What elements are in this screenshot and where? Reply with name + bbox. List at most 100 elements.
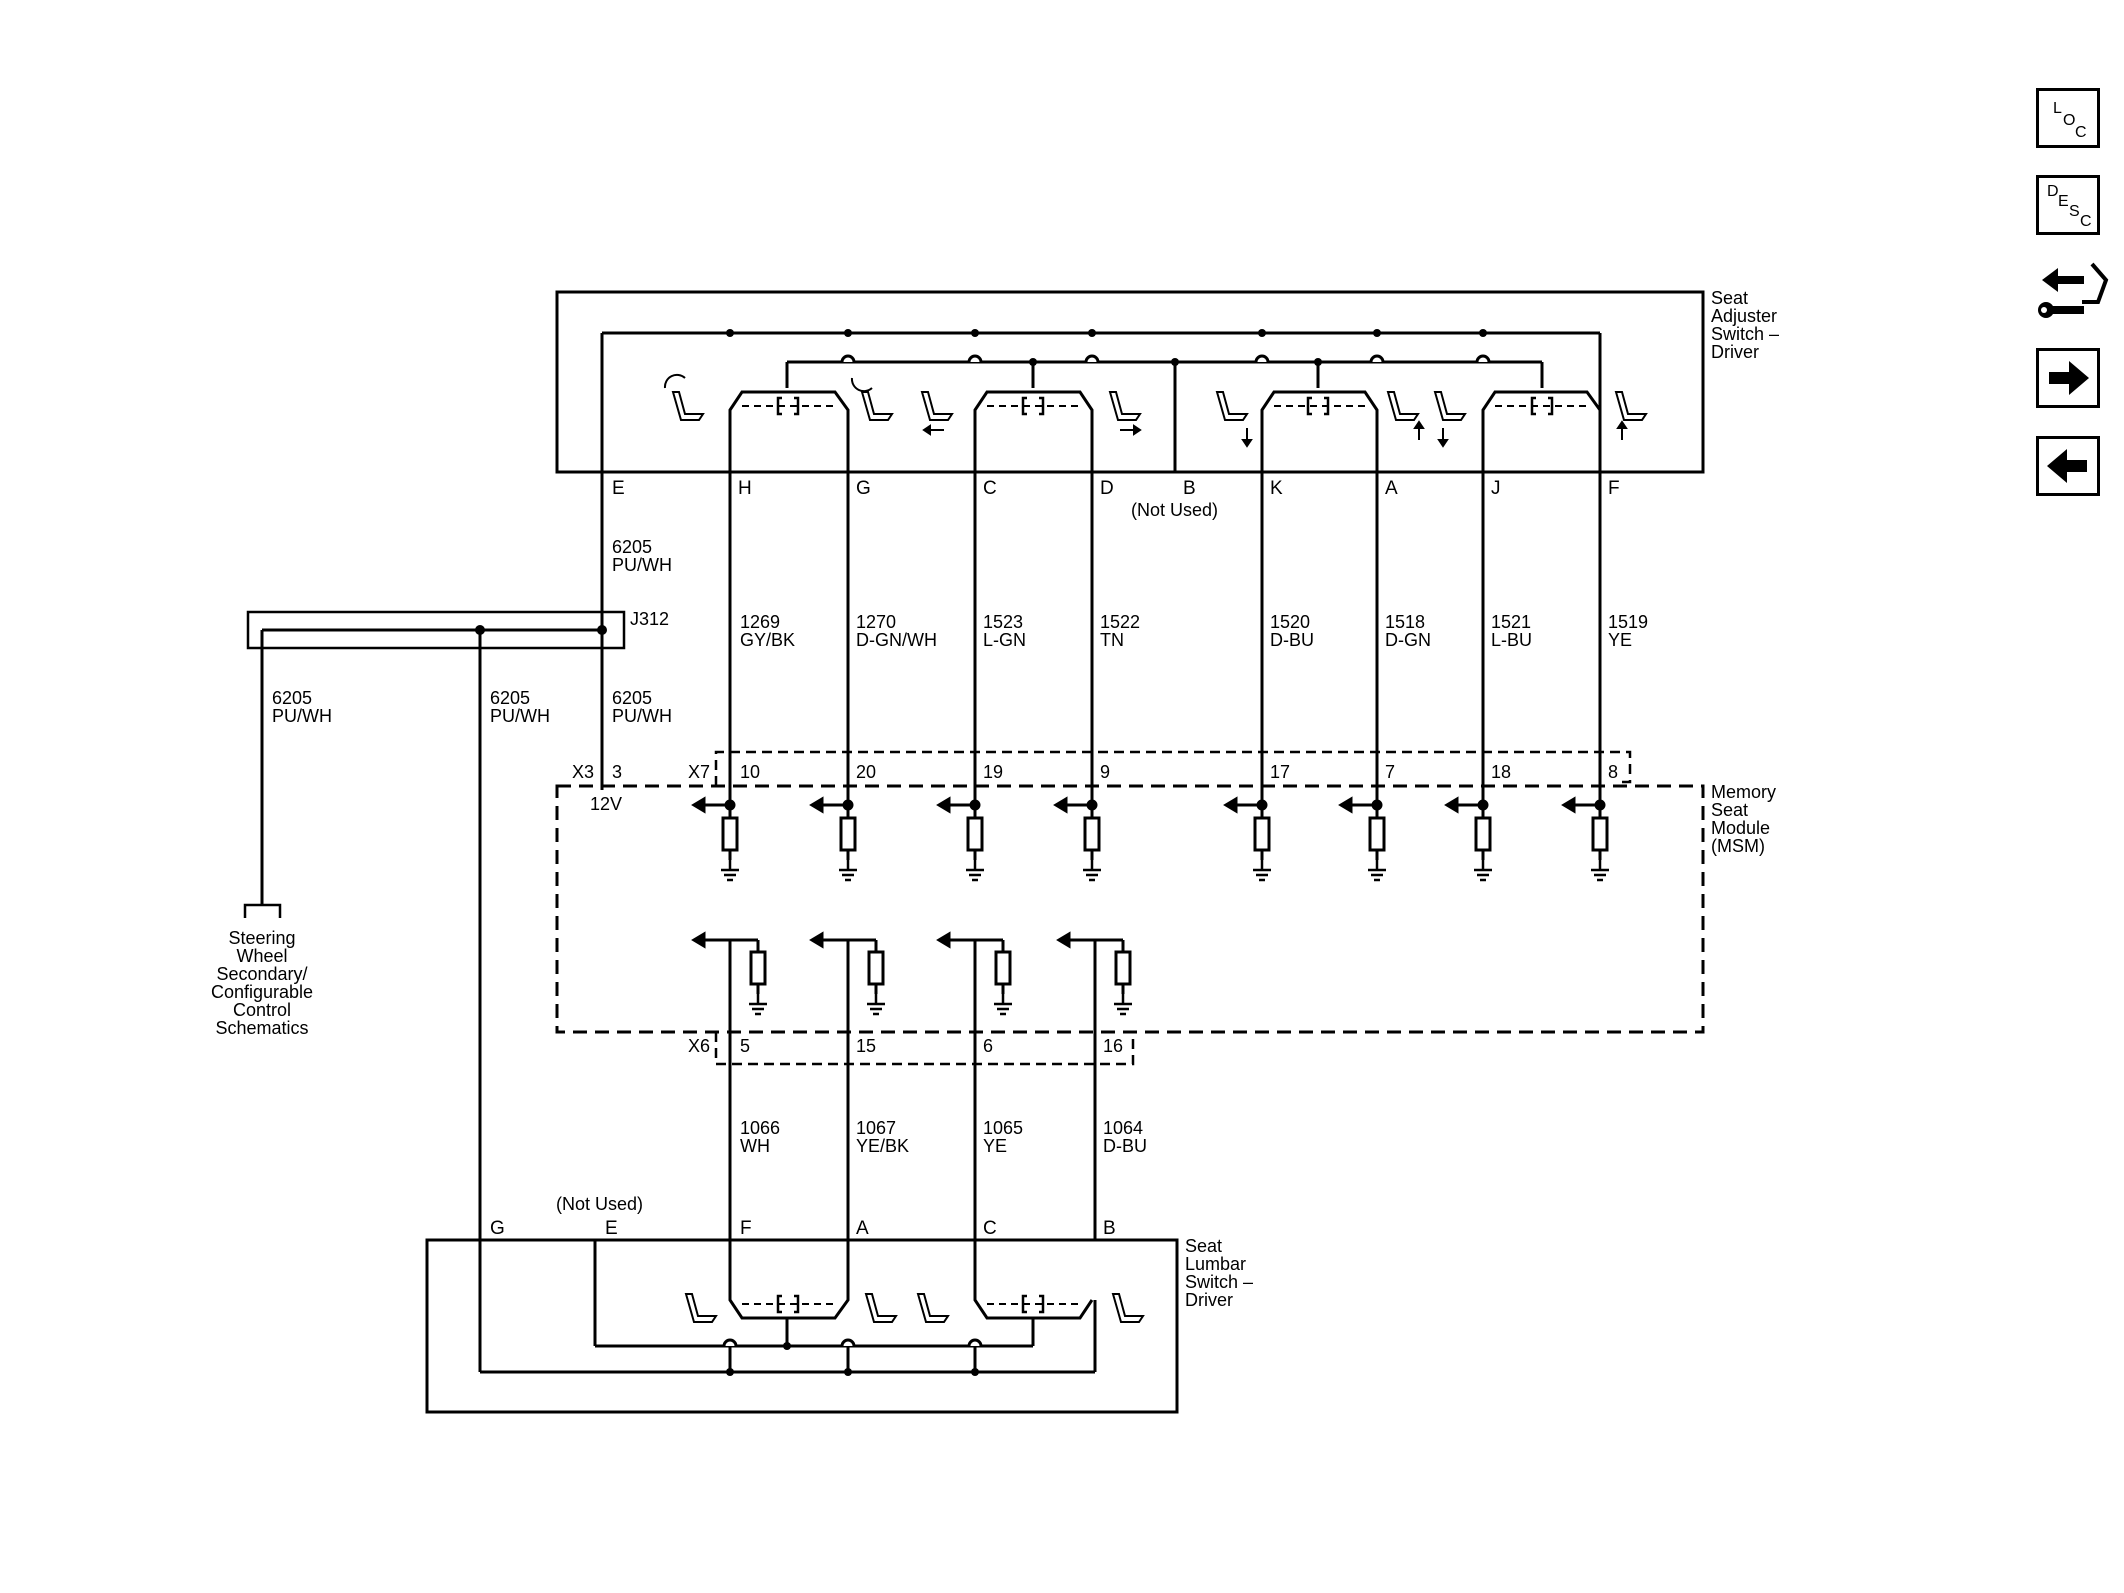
msm-pin: 17 <box>1270 762 1290 782</box>
circuit-number: 1522 <box>1100 612 1140 632</box>
seat-adjuster-switch: Seat Adjuster Switch – Driver <box>555 288 1779 474</box>
desc-button[interactable]: D E S C <box>2036 175 2100 235</box>
loc-button[interactable]: L O C <box>2036 88 2100 148</box>
wire-color: PU/WH <box>612 555 672 575</box>
msm-pin-numbers-bottom: 5 15 6 16 <box>740 1036 1123 1056</box>
pin-label: G <box>856 478 871 499</box>
wire-color: D-BU <box>1103 1136 1147 1156</box>
adjuster-pin-letters: E H G C D B (Not Used) K A J F <box>612 478 1620 520</box>
steering-wheel-schematic-link[interactable]: Steering Wheel Secondary/ Configurable C… <box>211 903 313 1038</box>
circuit-number: 1065 <box>983 1118 1023 1138</box>
pin-label: B <box>1183 478 1196 499</box>
msm-pin: 8 <box>1608 762 1618 782</box>
seat-adjuster-title-1: Seat <box>1711 288 1748 308</box>
msm-title-4: (MSM) <box>1711 836 1765 856</box>
pin-label: A <box>1385 478 1398 499</box>
wire-color: D-BU <box>1270 630 1314 650</box>
circuit-number: 1064 <box>1103 1118 1143 1138</box>
msm-title-3: Module <box>1711 818 1770 838</box>
pin-label: H <box>738 478 752 499</box>
not-used-label: (Not Used) <box>1131 500 1218 520</box>
msm-pin: 20 <box>856 762 876 782</box>
circuit-number: 1521 <box>1491 612 1531 632</box>
memory-seat-module: Memory Seat Module (MSM) X3 X7 X6 12V <box>555 750 1776 1066</box>
pin-label: C <box>983 1218 997 1239</box>
pin-label: G <box>490 1218 505 1239</box>
msm-pin: 7 <box>1385 762 1395 782</box>
svg-text:L: L <box>2053 100 2062 117</box>
steering-ref-line-1: Steering <box>228 928 295 948</box>
pin-label: D <box>1100 478 1114 499</box>
circuit-number: 1066 <box>740 1118 780 1138</box>
circuit-number: 6205 <box>272 688 312 708</box>
steering-ref-line-3: Secondary/ <box>216 964 307 984</box>
repair-button[interactable] <box>2036 258 2110 328</box>
msm-pin: 3 <box>612 762 622 782</box>
svg-text:C: C <box>2080 213 2092 230</box>
adjuster-wire-labels: 6205 PU/WH 1269 GY/BK 1270 D-GN/WH 1523 … <box>612 537 1648 650</box>
steering-ref-line-6: Schematics <box>215 1018 308 1038</box>
seat-lumbar-title-2: Lumbar <box>1185 1254 1246 1274</box>
wire-color: TN <box>1100 630 1124 650</box>
loc-icon: L O C <box>2053 100 2087 141</box>
circuit-number: 1519 <box>1608 612 1648 632</box>
lumbar-wire-labels: 1066 WH 1067 YE/BK 1065 YE 1064 D-BU <box>740 1118 1147 1156</box>
adjuster-wires <box>600 472 1602 805</box>
msm-title-2: Seat <box>1711 800 1748 820</box>
pin-label: C <box>983 478 997 499</box>
wire-color: PU/WH <box>612 706 672 726</box>
not-used-label: (Not Used) <box>556 1194 643 1214</box>
next-button[interactable] <box>2036 348 2100 408</box>
wire-color: WH <box>740 1136 770 1156</box>
arrow-right-icon <box>2049 361 2089 395</box>
msm-pin: 16 <box>1103 1036 1123 1056</box>
wire-color: YE <box>1608 630 1632 650</box>
pin-label: B <box>1103 1218 1116 1239</box>
steering-ref-line-4: Configurable <box>211 982 313 1002</box>
svg-text:S: S <box>2069 203 2080 220</box>
msm-pin: 19 <box>983 762 1003 782</box>
arrow-left-icon <box>2047 449 2087 483</box>
circuit-number: 1523 <box>983 612 1023 632</box>
circuit-number: 6205 <box>490 688 530 708</box>
connector-x6: X6 <box>688 1036 710 1056</box>
pin-label: J <box>1491 478 1501 499</box>
connector-x7: X7 <box>688 762 710 782</box>
splice-label: J312 <box>630 609 669 629</box>
svg-text:D: D <box>2047 183 2059 200</box>
msm-pin: 18 <box>1491 762 1511 782</box>
circuit-number: 6205 <box>612 537 652 557</box>
msm-pin: 10 <box>740 762 760 782</box>
msm-pin: 6 <box>983 1036 993 1056</box>
msm-pin: 15 <box>856 1036 876 1056</box>
seat-lumbar-title-4: Driver <box>1185 1290 1233 1310</box>
splice-j312: J312 <box>246 609 669 650</box>
msm-title-1: Memory <box>1711 782 1776 802</box>
pin-label: K <box>1270 478 1283 499</box>
desc-icon: D E S C <box>2047 183 2092 230</box>
seat-adjuster-title-3: Switch – <box>1711 324 1779 344</box>
msm-pin: 5 <box>740 1036 750 1056</box>
pin-label: E <box>605 1218 618 1239</box>
msm-input-circuits-bottom <box>691 931 1134 1040</box>
wire-color: PU/WH <box>272 706 332 726</box>
wrench-arrows-icon <box>2038 262 2109 318</box>
wire-color: YE <box>983 1136 1007 1156</box>
voltage-label: 12V <box>590 794 622 814</box>
msm-pin: 9 <box>1100 762 1110 782</box>
pin-label: F <box>1608 478 1620 499</box>
wire-color: YE/BK <box>856 1136 909 1156</box>
svg-text:C: C <box>2075 124 2087 141</box>
lumbar-wires <box>728 1040 1097 1240</box>
steering-ref-line-2: Wheel <box>236 946 287 966</box>
pin-label: A <box>856 1218 869 1239</box>
steering-ref-line-5: Control <box>233 1000 291 1020</box>
seat-position-icons <box>663 373 1647 448</box>
previous-button[interactable] <box>2036 436 2100 496</box>
msm-pin-numbers-top: 3 10 20 19 9 17 7 18 8 <box>612 762 1618 782</box>
seat-adjuster-title-2: Adjuster <box>1711 306 1777 326</box>
wire-color: L-BU <box>1491 630 1532 650</box>
seat-lumbar-title-1: Seat <box>1185 1236 1222 1256</box>
seat-adjuster-title-4: Driver <box>1711 342 1759 362</box>
